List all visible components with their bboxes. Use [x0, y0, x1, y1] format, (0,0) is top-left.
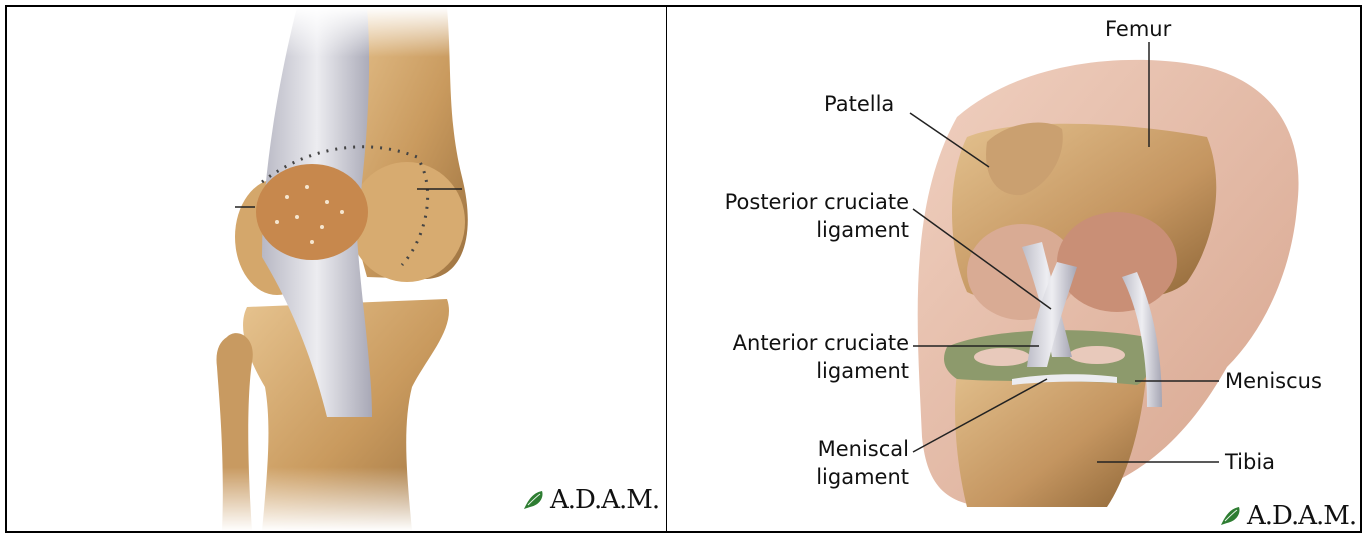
- meniscus-hole-left: [974, 348, 1030, 366]
- fade-bottom: [207, 467, 507, 531]
- leaf-icon: [522, 489, 548, 511]
- label-patella: Patella: [824, 90, 894, 118]
- adam-logo-right: A.D.A.M.: [1219, 501, 1356, 531]
- medial-condyle-right: [1057, 212, 1177, 312]
- patella-shape: [256, 164, 368, 260]
- label-femur: Femur: [1105, 15, 1171, 43]
- adam-logo-text: A.D.A.M.: [1247, 501, 1356, 531]
- fade-top: [207, 7, 507, 57]
- label-anterior-cruciate-ligament: Anterior cruciate ligament: [693, 329, 909, 385]
- label-tibia: Tibia: [1225, 448, 1275, 476]
- adam-logo-text: A.D.A.M.: [550, 485, 659, 515]
- adam-logo-left: A.D.A.M.: [522, 485, 659, 515]
- right-panel: Femur Patella Posterior cruciate ligamen…: [666, 5, 1362, 533]
- knee-front-illustration: [7, 7, 667, 531]
- leaf-icon: [1219, 505, 1245, 527]
- meniscus-hole-right: [1069, 346, 1125, 364]
- left-panel: A.D.A.M.: [5, 5, 667, 533]
- label-posterior-cruciate-ligament: Posterior cruciate ligament: [693, 188, 909, 244]
- label-meniscus: Meniscus: [1225, 367, 1322, 395]
- label-meniscal-ligament: Meniscal ligament: [693, 435, 909, 491]
